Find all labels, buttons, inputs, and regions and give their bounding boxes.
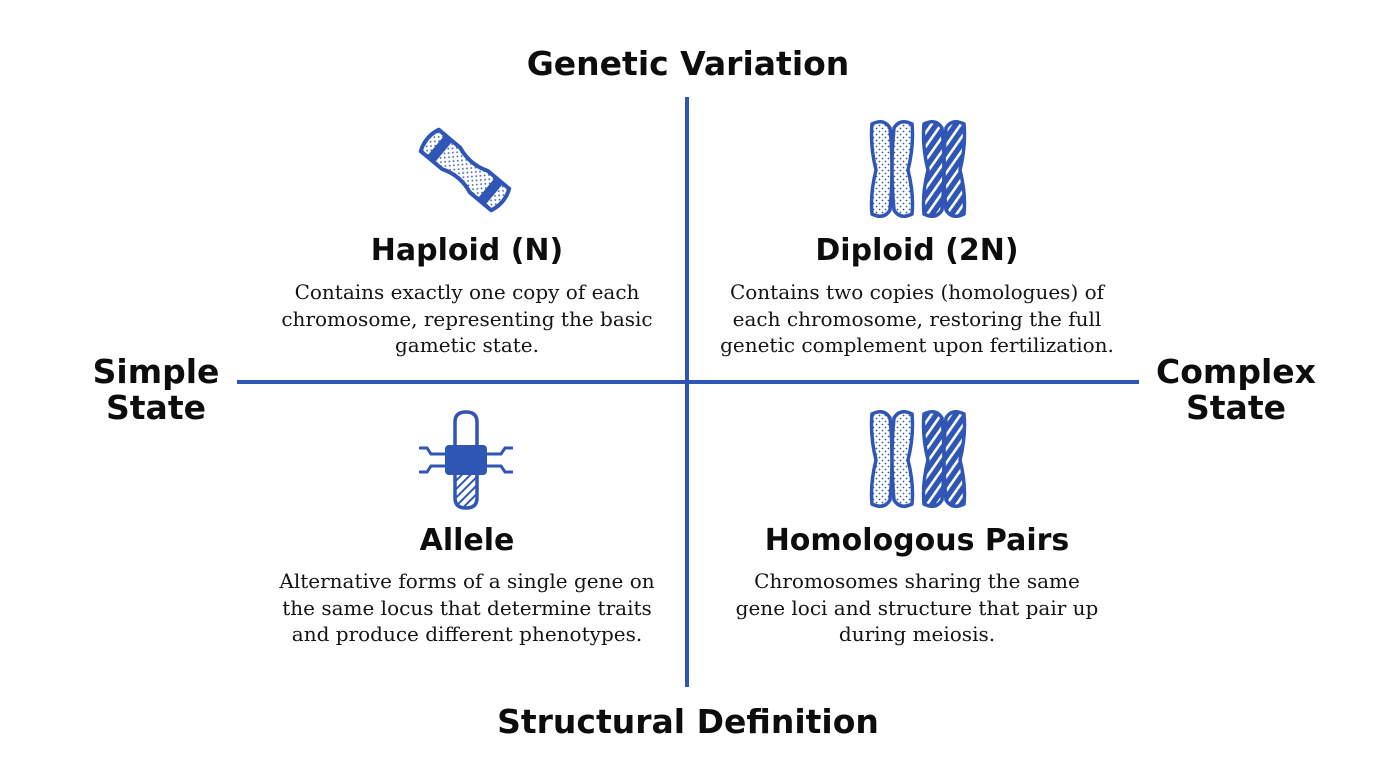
axis-title-right: Complex State [1130, 354, 1342, 426]
description-line: Contains exactly one copy of each [294, 280, 640, 304]
description-line: the same locus that determine traits [282, 595, 652, 620]
description-line: chromosome, representing the basic [281, 306, 653, 331]
description-line: genetic complement upon fertilization. [720, 333, 1114, 357]
description-line: Chromosomes sharing the same [754, 569, 1080, 593]
axis-title-top: Genetic Variation [526, 44, 850, 83]
quadrant-title-allele: Allele [419, 523, 515, 558]
quadrant-description-haploid: Contains exactly one copy of each chromo… [262, 279, 672, 359]
description-line: gene loci and structure that pair up [735, 595, 1099, 620]
chromosome-pair-icon [869, 120, 967, 218]
quadrant-description-homologous-pairs: Chromosomes sharing the same gene loci a… [707, 568, 1127, 648]
description-line: during meiosis. [838, 622, 996, 646]
vertical-axis-line [685, 97, 689, 687]
quadrant-title-haploid: Haploid (N) [370, 233, 564, 268]
axis-title-left-line: State [106, 388, 206, 427]
description-line: Contains two copies (homologues) of [729, 280, 1105, 304]
description-line: Alternative forms of a single gene on [279, 569, 655, 593]
axis-title-right-line: State [1186, 388, 1286, 427]
axis-title-bottom: Structural Definition [497, 702, 879, 741]
description-line: gametic state. [395, 333, 539, 357]
quadrant-description-diploid: Contains two copies (homologues) of each… [707, 279, 1127, 359]
quadrant-description-allele: Alternative forms of a single gene on th… [262, 568, 672, 648]
horizontal-axis-line [237, 380, 1139, 384]
axis-title-right-line: Complex [1156, 352, 1316, 391]
description-line: each chromosome, restoring the full [732, 306, 1102, 331]
quadrant-title-homologous-pairs: Homologous Pairs [764, 523, 1070, 558]
homologous-pair-icon [869, 410, 967, 508]
axis-title-left: Simple State [50, 354, 262, 426]
quadrant-title-diploid: Diploid (2N) [815, 233, 1019, 268]
description-line: and produce different phenotypes. [291, 622, 643, 646]
single-chromosome-icon [418, 127, 512, 213]
gene-locus-icon [419, 410, 513, 510]
axis-title-left-line: Simple [92, 352, 220, 391]
